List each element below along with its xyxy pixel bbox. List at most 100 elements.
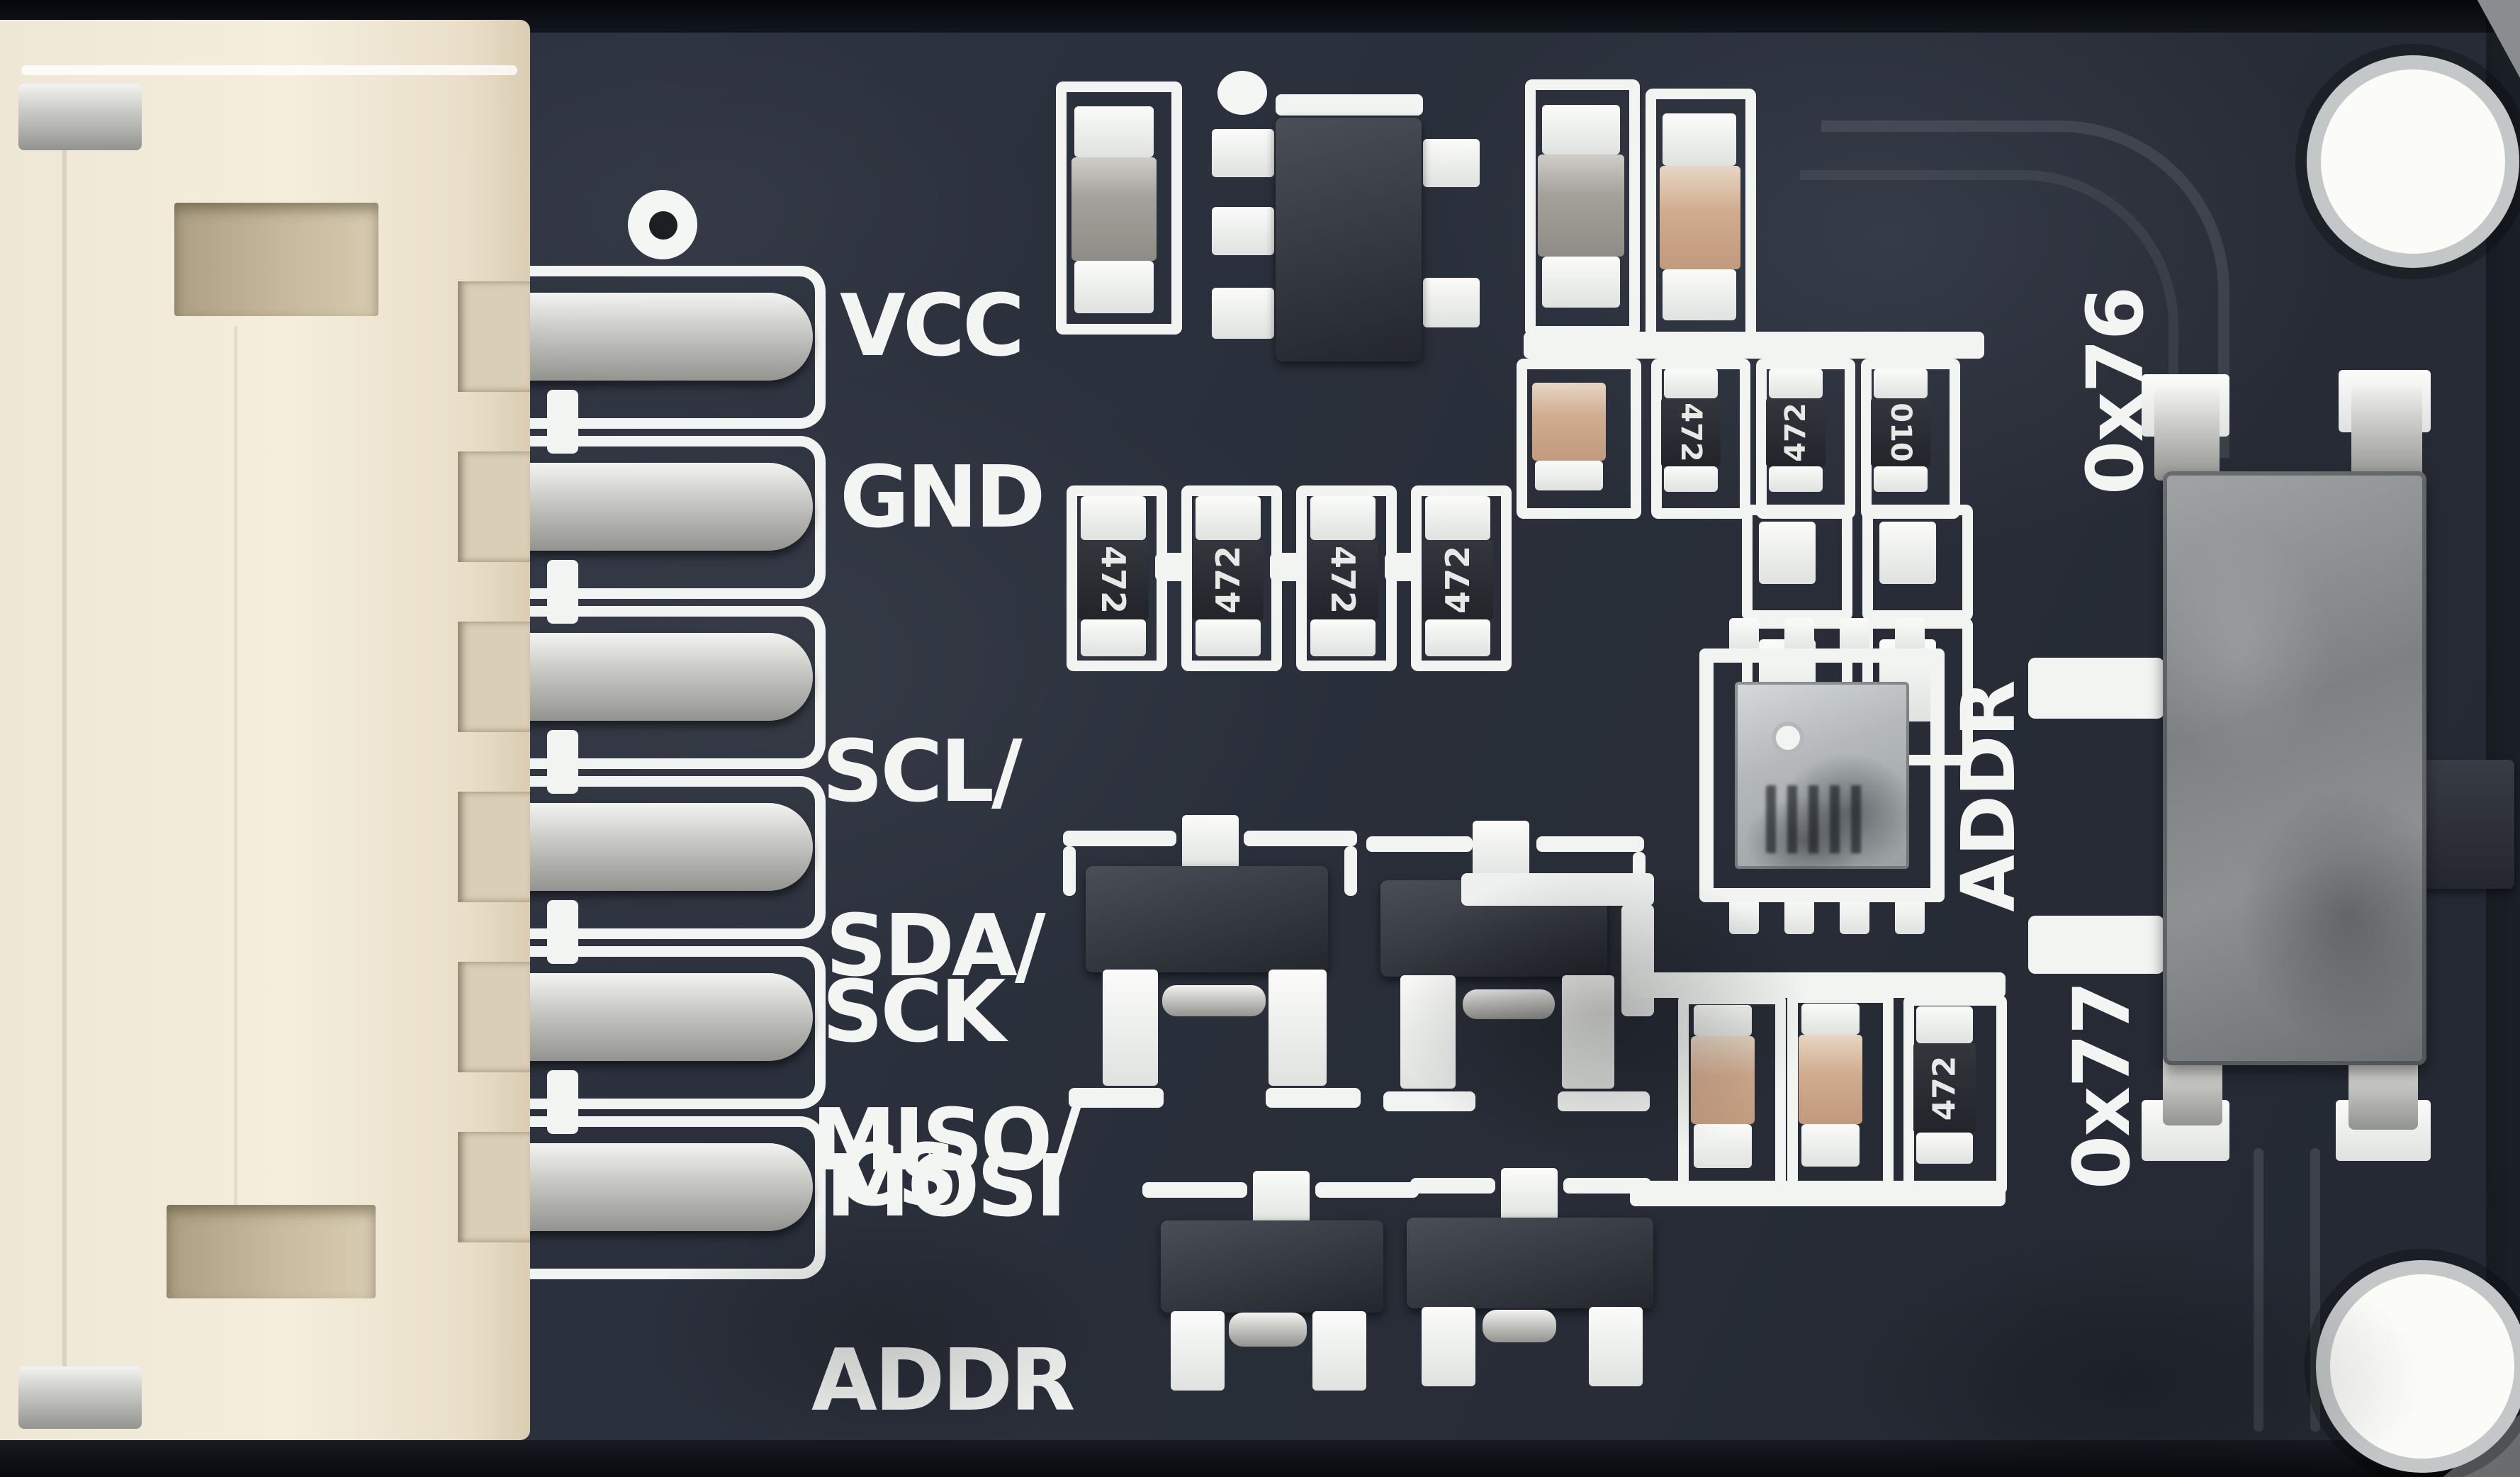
transistor-pin bbox=[1589, 1307, 1643, 1386]
capacitor-grey bbox=[1538, 155, 1624, 257]
resistor-472: 472 bbox=[1661, 398, 1721, 466]
silkscreen-bracket bbox=[1563, 1178, 1651, 1194]
jst-pin-housing bbox=[458, 281, 530, 392]
solder-pad bbox=[1074, 106, 1154, 157]
transistor-center-pad bbox=[1463, 989, 1555, 1019]
solder-pad bbox=[1425, 619, 1490, 656]
solder-pad bbox=[1916, 1133, 1973, 1164]
solder-pad bbox=[1916, 1006, 1973, 1043]
transistor-sot23 bbox=[1407, 1218, 1653, 1308]
solder-pad bbox=[1663, 113, 1736, 166]
pin-label-cs: CS bbox=[836, 1127, 959, 1225]
silkscreen-rail bbox=[1524, 332, 1984, 359]
silkscreen-bracket bbox=[1142, 1182, 1247, 1198]
transistor-pin bbox=[1400, 975, 1456, 1089]
pcb-trace-l bbox=[1461, 873, 1654, 906]
resistor-472: 472 bbox=[1766, 398, 1826, 466]
resistor-472: 472 bbox=[1422, 540, 1493, 619]
transistor-sot23 bbox=[1161, 1220, 1383, 1313]
board-bottom-edge bbox=[0, 1440, 2520, 1477]
solder-pad bbox=[1542, 257, 1620, 308]
switch-pin bbox=[2154, 388, 2220, 481]
resistor-outline bbox=[1903, 995, 2007, 1195]
silkscreen-tick bbox=[547, 730, 578, 794]
capacitor-tan bbox=[1532, 383, 1606, 461]
resistor-472: 472 bbox=[1307, 540, 1378, 619]
silkscreen-bracket bbox=[1536, 836, 1644, 852]
solder-pad bbox=[1694, 1124, 1752, 1168]
jst-connector-crease bbox=[62, 85, 67, 1403]
silkscreen-tick bbox=[547, 390, 578, 454]
resistor-472: 472 bbox=[1193, 540, 1264, 619]
regulator-pin bbox=[1423, 278, 1480, 327]
capacitor-tan bbox=[1799, 1035, 1862, 1124]
silkscreen-tick bbox=[547, 560, 578, 624]
solder-pad bbox=[1694, 1005, 1752, 1036]
sensor-vent-hole bbox=[1772, 721, 1804, 754]
pad-cell-outline bbox=[1862, 505, 1973, 621]
silkscreen-link bbox=[1155, 553, 1188, 581]
solder-pad bbox=[1874, 466, 1928, 492]
solder-pad bbox=[1081, 619, 1146, 656]
capacitor-grey bbox=[1071, 157, 1157, 261]
silkscreen-bar bbox=[1558, 1091, 1650, 1111]
silkscreen-bracket bbox=[1244, 831, 1357, 846]
header-pin bbox=[521, 293, 813, 381]
switch-left-pad bbox=[2028, 916, 2164, 974]
silkscreen-bracket bbox=[1063, 846, 1076, 896]
capacitor-outline bbox=[1787, 992, 1894, 1196]
header-pin bbox=[521, 803, 813, 891]
jst-pin-housing bbox=[458, 622, 530, 732]
capacitor-outline bbox=[1056, 82, 1182, 335]
sensor-pin bbox=[1840, 897, 1869, 934]
regulator-pin bbox=[1212, 129, 1274, 177]
board-right-edge bbox=[2486, 0, 2520, 1477]
solder-pad bbox=[1310, 619, 1376, 656]
solder-pad bbox=[1663, 269, 1736, 320]
solder-pad bbox=[1769, 369, 1823, 398]
silkscreen-link bbox=[1270, 553, 1303, 581]
switch-pin bbox=[2351, 384, 2422, 479]
solder-pad bbox=[1801, 1124, 1860, 1167]
transistor-pin bbox=[1182, 815, 1239, 870]
silkscreen-bracket bbox=[1344, 846, 1357, 896]
jst-metal-clip-top bbox=[18, 84, 142, 150]
silkscreen-bar bbox=[1266, 1088, 1361, 1108]
capacitor-outline bbox=[1517, 359, 1641, 519]
resistor-472: 472 bbox=[1913, 1043, 1976, 1133]
solder-pad bbox=[1759, 522, 1816, 584]
header-pin bbox=[521, 463, 813, 551]
solder-pad bbox=[1310, 496, 1376, 540]
transistor-pin bbox=[1312, 1311, 1366, 1391]
silkscreen-bar bbox=[1383, 1091, 1475, 1111]
pin-label-gnd: GND bbox=[840, 449, 1046, 547]
resistor-outline bbox=[1861, 359, 1960, 519]
resistor-outline bbox=[1651, 359, 1750, 519]
header-pin bbox=[521, 973, 813, 1061]
silkscreen-bracket bbox=[1315, 1182, 1419, 1198]
solder-pad bbox=[1196, 496, 1261, 540]
regulator-pin bbox=[1423, 139, 1480, 187]
solder-pad bbox=[1664, 369, 1718, 398]
transistor-pin bbox=[1269, 970, 1327, 1086]
resistor-010: 010 bbox=[1871, 398, 1930, 466]
jst-connector-crease bbox=[234, 326, 237, 1205]
jst-pin-housing bbox=[458, 451, 530, 562]
silkscreen-tick bbox=[547, 900, 578, 964]
jst-slot-bottom bbox=[167, 1205, 376, 1298]
switch-left-pad bbox=[2028, 658, 2164, 719]
regulator-pin bbox=[1212, 288, 1274, 339]
silkscreen-bracket bbox=[1366, 836, 1473, 852]
solder-pad bbox=[1542, 105, 1620, 155]
silkscreen-link bbox=[1385, 553, 1417, 581]
solder-pad bbox=[1801, 1004, 1860, 1035]
solder-pad bbox=[1535, 461, 1603, 490]
silkscreen-bracket bbox=[1410, 1178, 1495, 1194]
transistor-pin bbox=[1253, 1171, 1310, 1228]
resistor-472: 472 bbox=[1078, 540, 1149, 619]
transistor-pin bbox=[1501, 1168, 1558, 1222]
header-pin bbox=[521, 633, 813, 721]
jst-pin-housing bbox=[458, 962, 530, 1072]
capacitor-tan bbox=[1691, 1036, 1755, 1124]
jst-pin-housing bbox=[458, 1132, 530, 1242]
